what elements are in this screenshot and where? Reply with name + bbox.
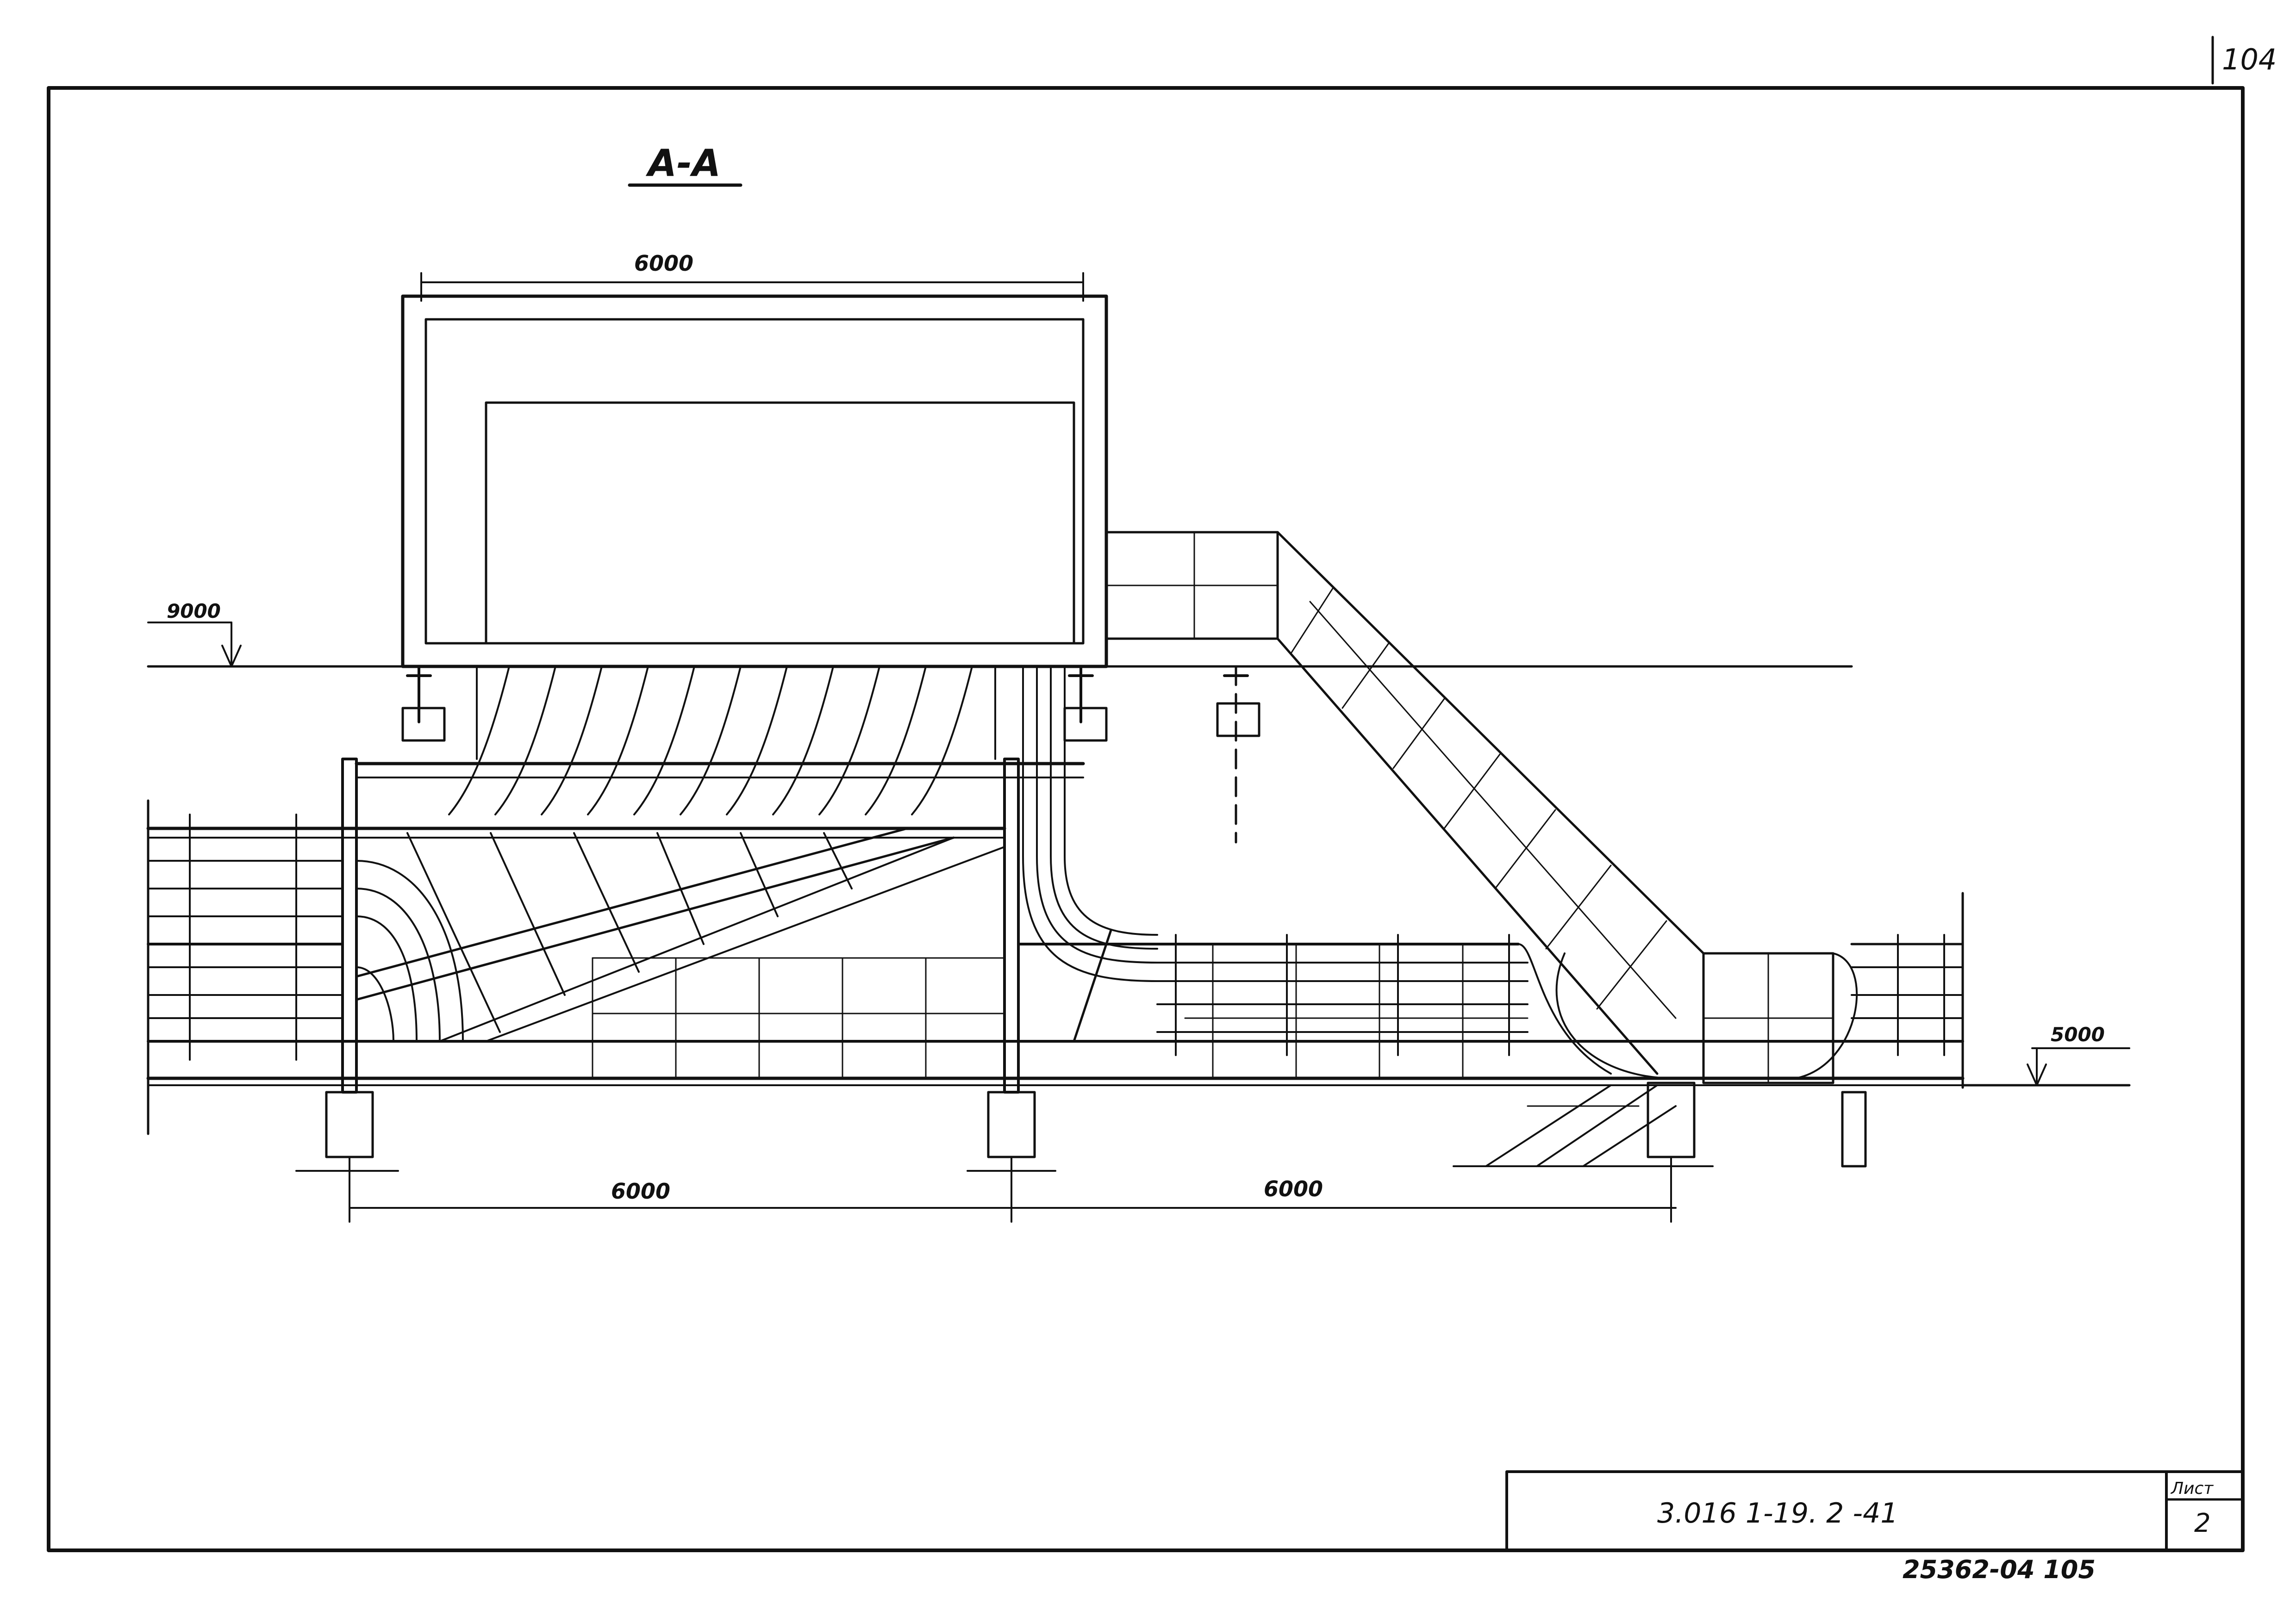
lower-wall-grid [592,943,1529,1079]
title-block-designation: 3.016 1-19. 2 -41 [1657,1497,1898,1530]
drawing-frame [47,86,2245,1552]
right-elevation-label: 5000 [2051,1023,2105,1046]
curved-pipe-bundle [448,665,996,815]
right-pipe-bend [1022,665,1158,1043]
left-elevation-marker: 9000 [147,600,1853,668]
elevated-tank [401,294,1108,668]
left-cable-tray [147,799,464,1135]
title-block: 3.016 1-19. 2 -41 Лист 2 [1505,1470,2244,1552]
title-block-sheet-label: Лист [2170,1479,2214,1498]
top-dimension-label: 6000 [634,251,693,276]
section-title: А-А [645,142,721,185]
bottom-dimensions: 6000 6000 [295,1156,1677,1223]
top-dimension: 6000 [420,251,1084,302]
right-cable-tray [1156,934,1612,1075]
horizontal-beams [146,762,1965,1086]
right-end-tray [1850,892,1964,1089]
tank-supports [401,665,1260,844]
lower-duct-support [1453,1084,1714,1167]
bottom-dimension-right: 6000 [1264,1176,1323,1201]
columns [325,758,1867,1168]
inclined-duct [1105,531,1858,1084]
inclined-cable-tray [355,827,1005,1042]
right-elevation-marker: 5000 [1961,1023,2131,1087]
left-elevation-label: 9000 [167,600,221,622]
archive-number: 25362-04 105 [1903,1555,2096,1584]
bottom-dimension-left: 6000 [611,1179,670,1204]
corner-mark: 104 [2222,43,2277,76]
title-block-sheet-number: 2 [2194,1508,2211,1538]
